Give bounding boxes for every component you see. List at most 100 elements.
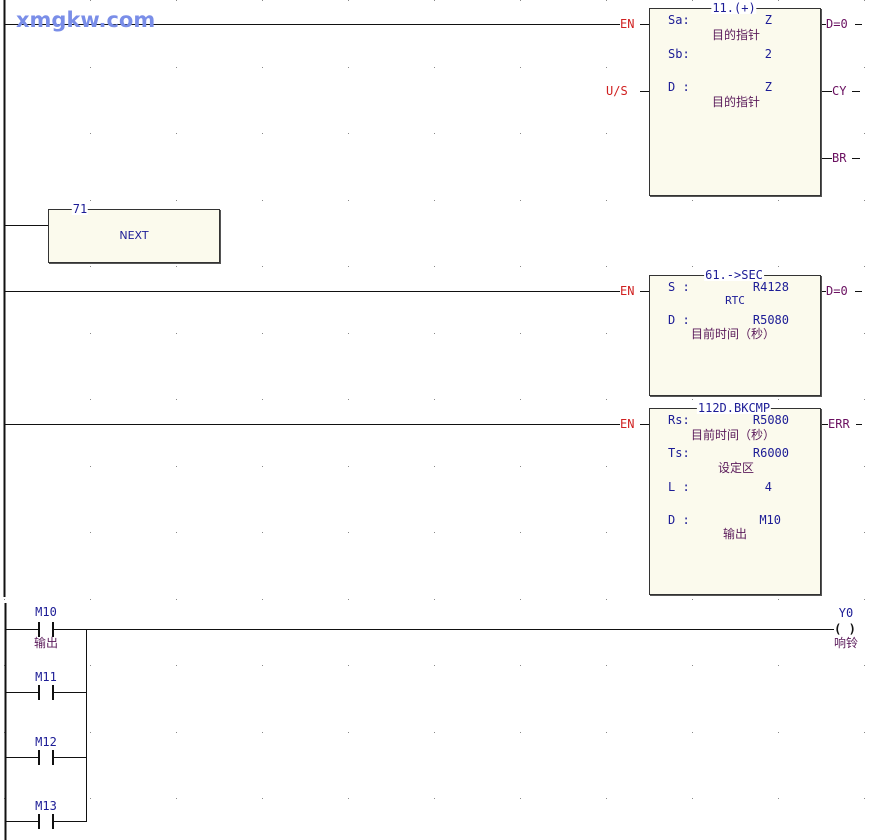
grid-dot — [4, 599, 5, 600]
grid-dot — [262, 798, 263, 799]
next-block[interactable] — [48, 209, 220, 263]
param-comment: 目前时间（秒） — [690, 327, 776, 341]
grid-dot — [348, 798, 349, 799]
grid-dot — [864, 67, 865, 68]
grid-dot — [434, 266, 435, 267]
grid-dot — [606, 0, 607, 1]
coil-label[interactable]: Y0 — [838, 606, 854, 620]
grid-dot — [348, 200, 349, 201]
grid-dot — [434, 133, 435, 134]
grid-dot — [90, 798, 91, 799]
grid-dot — [348, 266, 349, 267]
output-br: BR — [832, 151, 847, 165]
grid-dot — [520, 599, 521, 600]
grid-dot — [778, 0, 779, 1]
grid-dot — [520, 466, 521, 467]
param-value: R6000 — [752, 446, 789, 460]
grid-dot — [176, 0, 177, 1]
grid-dot — [262, 665, 263, 666]
param-comment: RTC — [725, 294, 745, 307]
grid-dot — [176, 466, 177, 467]
grid-dot — [520, 266, 521, 267]
block-title: 11.(+) — [711, 1, 757, 15]
grid-dot — [176, 266, 177, 267]
param-label: D : — [668, 513, 690, 527]
grid-dot — [778, 599, 779, 600]
param-label: Sa: — [668, 13, 690, 27]
grid-dot — [520, 133, 521, 134]
contact-label[interactable]: M10 — [35, 605, 57, 619]
grid-dot — [778, 200, 779, 201]
grid-dot — [262, 466, 263, 467]
grid-dot — [864, 0, 865, 1]
contact-label[interactable]: M11 — [35, 670, 57, 684]
block-title: 112D.BKCMP — [696, 401, 772, 415]
grid-dot — [778, 665, 779, 666]
output-d0: D=0 — [826, 17, 848, 31]
grid-dot — [90, 0, 91, 1]
sec-function-block[interactable] — [649, 275, 821, 396]
grid-dot — [176, 200, 177, 201]
grid-dot — [864, 732, 865, 733]
grid-dot — [864, 333, 865, 334]
param-comment: 目前时间（秒） — [690, 428, 776, 442]
block-title: 71 — [71, 202, 89, 216]
contact-label[interactable]: M13 — [35, 799, 57, 813]
grid-dot — [434, 399, 435, 400]
grid-dot — [606, 200, 607, 201]
grid-dot — [606, 466, 607, 467]
grid-dot — [434, 532, 435, 533]
grid-dot — [348, 67, 349, 68]
grid-dot — [520, 732, 521, 733]
param-value: 4 — [764, 480, 772, 494]
grid-dot — [864, 266, 865, 267]
grid-dot — [176, 665, 177, 666]
grid-dot — [176, 67, 177, 68]
grid-dot — [692, 798, 693, 799]
grid-dot — [262, 732, 263, 733]
grid-dot — [692, 665, 693, 666]
grid-dot — [262, 532, 263, 533]
watermark: xmgkw.com — [16, 8, 156, 32]
grid-dot — [90, 599, 91, 600]
param-comment: 目的指针 — [711, 95, 761, 109]
grid-dot — [434, 665, 435, 666]
contact-label[interactable]: M12 — [35, 735, 57, 749]
add-function-block[interactable] — [649, 8, 821, 196]
bkcmp-function-block[interactable] — [649, 408, 821, 595]
param-comment: 设定区 — [717, 461, 755, 475]
param-value: R4128 — [752, 280, 789, 294]
grid-dot — [348, 532, 349, 533]
grid-dot — [606, 532, 607, 533]
grid-dot — [864, 665, 865, 666]
grid-dot — [348, 665, 349, 666]
grid-dot — [262, 200, 263, 201]
grid-dot — [90, 532, 91, 533]
grid-dot — [864, 599, 865, 600]
grid-dot — [262, 266, 263, 267]
grid-dot — [520, 333, 521, 334]
param-label: D : — [668, 313, 690, 327]
grid-dot — [606, 665, 607, 666]
grid-dot — [434, 466, 435, 467]
grid-dot — [90, 133, 91, 134]
grid-dot — [692, 599, 693, 600]
grid-dot — [864, 200, 865, 201]
param-value: R5080 — [752, 313, 789, 327]
grid-dot — [434, 333, 435, 334]
contact-comment: 输出 — [33, 636, 59, 650]
grid-dot — [176, 798, 177, 799]
coil-icon[interactable]: ( ) — [834, 622, 856, 636]
grid-dot — [520, 67, 521, 68]
grid-dot — [90, 732, 91, 733]
param-label: Ts: — [668, 446, 690, 460]
grid-dot — [778, 798, 779, 799]
grid-dot — [90, 200, 91, 201]
grid-dot — [176, 732, 177, 733]
grid-dot — [606, 133, 607, 134]
grid-dot — [90, 399, 91, 400]
grid-dot — [348, 0, 349, 1]
grid-dot — [778, 266, 779, 267]
